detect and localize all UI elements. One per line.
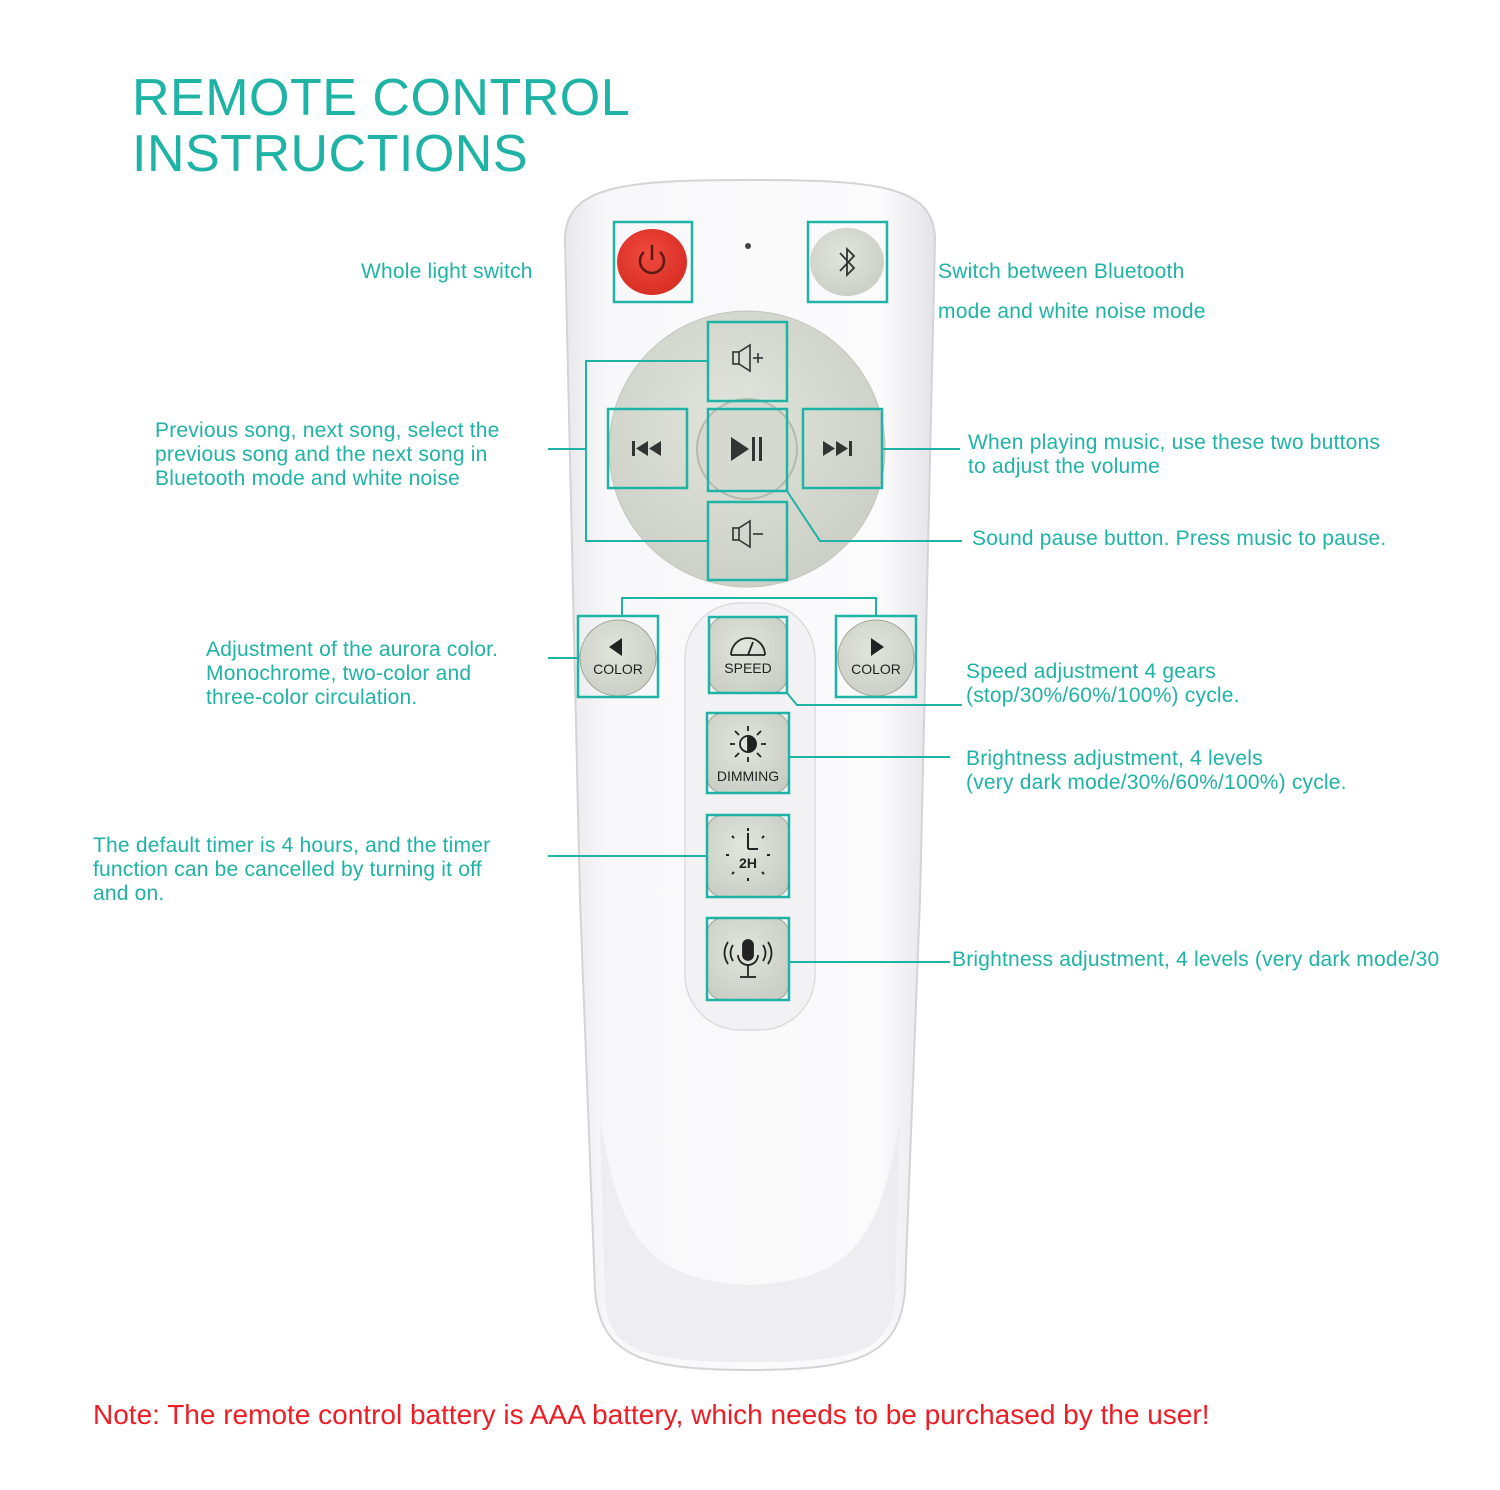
power-icon <box>638 245 666 275</box>
title-line-1: REMOTE CONTROL <box>132 69 631 127</box>
previous-button[interactable] <box>606 407 689 490</box>
next-icon <box>823 441 852 456</box>
leader-color-bracket <box>621 597 877 616</box>
label-volume-line: When playing music, use these two button… <box>968 431 1381 454</box>
play-pause-button[interactable] <box>706 407 789 493</box>
microphone-button[interactable] <box>705 916 791 1002</box>
timer-label: 2H <box>739 855 757 871</box>
title-line-2: INSTRUCTIONS <box>132 125 528 183</box>
brightness-icon <box>730 726 766 762</box>
highlight-box-previous <box>606 407 689 490</box>
page-title: REMOTE CONTROL INSTRUCTIONS <box>132 70 630 182</box>
microphone-icon <box>723 939 773 978</box>
battery-note: Note: The remote control battery is AAA … <box>93 1399 1210 1430</box>
speaker-plus-icon <box>732 343 763 373</box>
label-color: Adjustment of the aurora color. Monochro… <box>206 638 498 710</box>
leader-pause <box>786 490 962 542</box>
label-microphone: Brightness adjustment, 4 levels (very da… <box>952 948 1440 971</box>
label-dimming-line: (very dark mode/30%/60%/100%) cycle. <box>966 771 1347 794</box>
label-prev-next-line: previous song and the next song in <box>155 443 488 466</box>
label-timer-line: The default timer is 4 hours, and the ti… <box>93 834 491 857</box>
label-speed-line: Speed adjustment 4 gears <box>966 660 1216 683</box>
label-timer-line: function can be cancelled by turning it … <box>93 858 482 881</box>
highlight-box-power <box>612 220 694 304</box>
previous-icon <box>632 441 661 456</box>
speedometer-icon <box>730 637 766 656</box>
highlight-box-bluetooth <box>806 220 889 304</box>
label-dimming-line: Brightness adjustment, 4 levels <box>966 747 1263 770</box>
label-color-line: Adjustment of the aurora color. <box>206 638 499 661</box>
arrow-right-icon <box>871 638 884 656</box>
color-right-label: COLOR <box>851 661 901 677</box>
label-speed-line: (stop/30%/60%/100%) cycle. <box>966 684 1240 707</box>
leader-lines <box>548 360 962 963</box>
label-bluetooth-line-2: mode and white noise mode <box>938 300 1206 323</box>
label-volume: When playing music, use these two button… <box>968 431 1380 479</box>
speed-button[interactable]: SPEED <box>707 615 789 695</box>
highlight-box-speed <box>707 615 789 695</box>
label-color-line: three-color circulation. <box>206 686 418 709</box>
color-right-button[interactable]: COLOR <box>834 614 918 699</box>
label-speed: Speed adjustment 4 gears (stop/30%/60%/1… <box>966 660 1240 708</box>
label-volume-line: to adjust the volume <box>968 455 1160 478</box>
label-color-line: Monochrome, two-color and <box>206 662 472 685</box>
leader-volume-bracket <box>585 360 708 542</box>
label-pause: Sound pause button. Press music to pause… <box>972 527 1387 550</box>
dimming-button[interactable]: DIMMING <box>705 711 791 795</box>
clock-icon <box>726 828 770 881</box>
dimming-label: DIMMING <box>717 768 779 784</box>
highlight-box-microphone <box>705 916 791 1002</box>
label-prev-next: Previous song, next song, select the pre… <box>155 419 500 491</box>
highlight-box-dimming <box>705 711 791 795</box>
label-timer-line: and on. <box>93 882 165 905</box>
highlight-box-color-left <box>576 614 660 699</box>
speaker-minus-icon <box>732 519 763 549</box>
label-bluetooth-line-1: Switch between Bluetooth <box>938 260 1185 283</box>
color-left-button[interactable]: COLOR <box>576 614 660 699</box>
label-timer: The default timer is 4 hours, and the ti… <box>93 834 490 906</box>
indicator-led <box>745 243 751 249</box>
arrow-left-icon <box>609 638 622 656</box>
label-prev-next-line: Previous song, next song, select the <box>155 419 500 442</box>
play-pause-icon <box>731 437 762 461</box>
leader-speed <box>786 692 962 706</box>
timer-button[interactable]: 2H <box>705 813 791 899</box>
bluetooth-button[interactable] <box>806 220 889 304</box>
speed-label: SPEED <box>724 660 771 676</box>
color-left-label: COLOR <box>593 661 643 677</box>
label-power: Whole light switch <box>361 260 533 283</box>
label-dimming: Brightness adjustment, 4 levels (very da… <box>966 747 1347 795</box>
bluetooth-icon <box>839 246 856 278</box>
highlight-box-play-pause <box>706 407 789 493</box>
power-button[interactable] <box>612 220 694 304</box>
label-prev-next-line: Bluetooth mode and white noise <box>155 467 460 490</box>
